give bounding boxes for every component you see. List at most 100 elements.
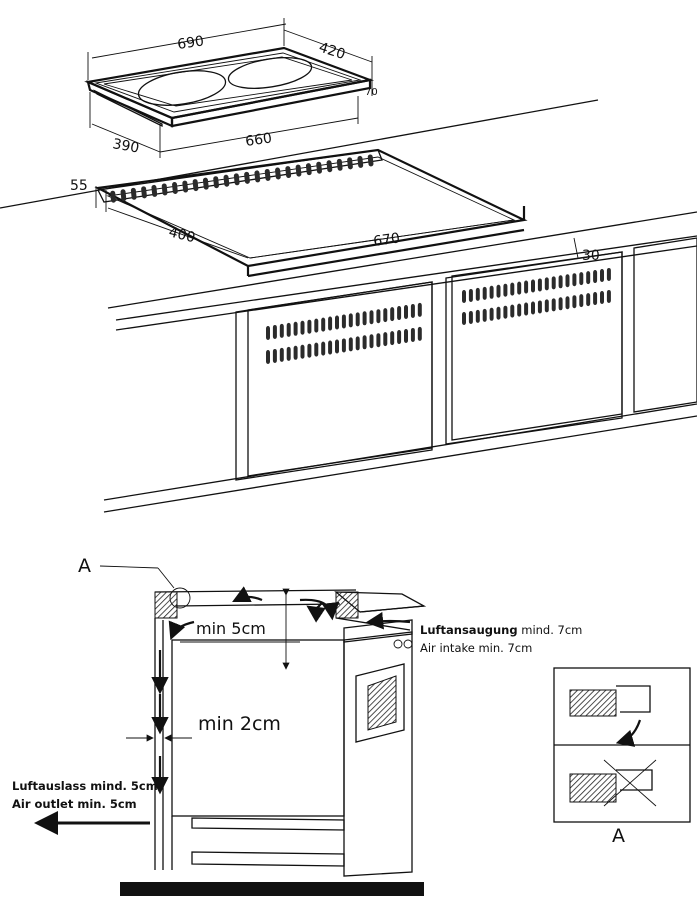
vent-slot [468,310,473,324]
vent-slot [369,334,374,349]
vent-slot [417,302,422,317]
vent-slot [286,322,291,337]
vent-slot [266,350,270,364]
vent-slot [305,163,312,176]
vent-slot [355,312,360,327]
vent-slot [300,320,305,335]
vent-slot [244,171,250,184]
vent-slot [397,330,402,345]
air-outlet-de-label: Luftauslass mind. 5cm [12,779,158,793]
worktop-drawing [0,99,697,309]
vent-slot [326,160,333,173]
vent-slot [272,324,277,339]
vent-slot [307,343,312,358]
vent-slot [266,326,270,340]
door-vents-left [266,302,422,364]
vent-slot [397,306,402,321]
vent-slot [348,337,353,352]
vent-slot [279,347,284,362]
vent-slot [328,316,333,331]
vent-slot [357,155,364,168]
vent-slot [524,302,529,316]
vent-slot [272,348,277,363]
vent-slot [336,158,343,171]
vent-slot [586,293,591,307]
vent-slot [213,176,219,189]
vent-slot [417,326,422,341]
air-intake-en-label: Air intake min. 7cm [420,641,532,655]
dim-cutout-edge: 55 [70,178,88,194]
cabinet-drawing [103,235,697,513]
vent-slot [390,331,395,346]
hob-drawing [84,18,375,158]
vent-slot [161,183,168,196]
dim-cutout-depth: 400 [167,224,197,246]
vent-slot [531,301,535,315]
vent-slot [462,312,466,325]
vent-slot [293,321,298,336]
vent-slot [404,305,408,319]
vent-slot [544,277,549,291]
vent-slot [202,177,209,190]
vent-slot [579,272,584,286]
vent-slot [558,275,563,289]
vent-slot [579,294,584,308]
dim-hob-depth: 420 [317,40,347,63]
vent-slot [151,184,158,197]
vent-slot [606,289,611,303]
vent-slot [172,182,178,194]
burner-right [227,57,313,89]
vent-slot [475,309,480,323]
vent-slot [182,180,189,193]
vent-slot [482,308,487,322]
section-drawing [34,565,427,896]
vent-slot [572,295,577,309]
vent-slot [489,285,494,299]
dim-cutout-width: 670 [372,230,401,250]
vent-slot [233,173,240,186]
vent-slot [286,346,291,361]
vent-slot [120,189,127,202]
vent-slot [285,166,292,179]
vent-slot [410,327,415,342]
vent-slot [110,190,116,203]
vent-slot [376,309,381,324]
vent-grille [110,154,374,203]
vent-slot [551,276,556,290]
vent-slot [335,339,339,354]
vent-slot [510,282,515,296]
vent-slot [307,319,312,334]
vent-slot [362,311,367,326]
vent-slot [383,332,388,347]
dim-hob-width: 690 [176,33,205,53]
vent-slot [254,170,261,183]
vent-slot [314,342,319,357]
vent-slot [341,338,346,353]
vent-slot [531,279,535,293]
vent-slot [475,287,480,301]
vent-slot [347,157,353,170]
air-intake-de-label: Luftansaugung mind. 7cm [420,623,582,637]
vent-slot [404,329,408,343]
detail-a-drawing [553,667,691,823]
vent-slot [600,269,604,282]
min-side-gap-label: min 2cm [198,713,281,735]
vent-slot [300,344,305,359]
vent-slot [383,308,388,323]
detail-marker-label: A [78,555,91,577]
vent-slot [600,291,604,304]
vent-slot [537,300,542,314]
floor [120,882,424,896]
air-outlet-en-label: Air outlet min. 5cm [12,797,137,811]
vent-slot [316,161,322,174]
vent-slot [510,304,515,318]
vent-slot [572,273,577,287]
vent-slot [390,307,395,322]
vent-slot [264,168,271,181]
vent-slot [369,310,374,325]
vent-slot [593,270,598,284]
burner-left [137,70,227,106]
vent-slot [586,271,591,285]
vent-slot [503,305,508,319]
